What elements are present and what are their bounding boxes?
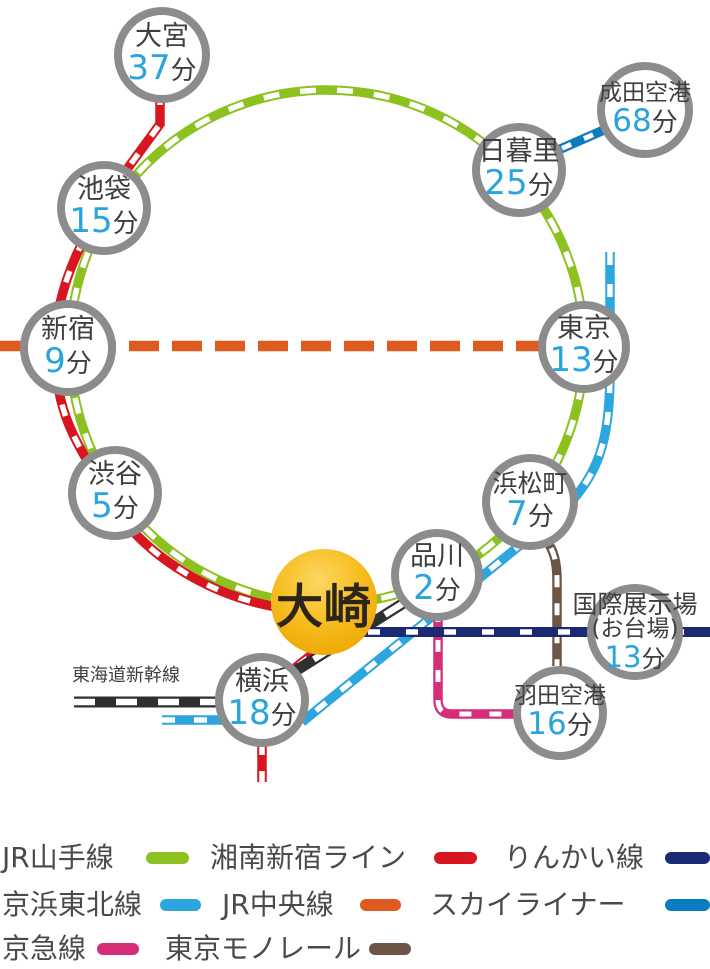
legend-label-keikyu: 京急線 [2, 932, 87, 965]
station-time: 15分 [69, 200, 139, 241]
station-name: 大宮 [135, 21, 189, 53]
station-shibuya: 渋谷 5分 [68, 446, 162, 540]
station-name: 新宿 [41, 314, 95, 346]
station-kokusai-tenjijo: 国際展示場 (お台場) 13分 [573, 584, 698, 680]
station-nippori: 日暮里 25分 [472, 123, 566, 217]
station-haneda-airport: 羽田空港 16分 [513, 666, 607, 760]
station-time: 13分 [604, 639, 666, 674]
station-time: 18分 [227, 692, 297, 733]
legend-label-yamanote: JR山手線 [2, 841, 114, 874]
station-shinjuku: 新宿 9分 [20, 300, 116, 396]
station-time: 13分 [549, 339, 619, 380]
hub-name: 大崎 [276, 579, 372, 635]
station-name: 品川 [410, 541, 464, 573]
station-name: 浜松町 [492, 469, 568, 499]
station-yokohama: 横浜 18分 [215, 653, 309, 747]
station-name: 池袋 [77, 174, 131, 206]
legend-swatch-rinkai [665, 852, 710, 864]
station-time: 2分 [413, 567, 461, 608]
keikyu-line [433, 610, 516, 719]
legend-label-keihin-tohoku: 京浜東北線 [2, 888, 143, 921]
legend-label-monorail: 東京モノレール [165, 932, 362, 965]
station-name: 渋谷 [88, 459, 142, 491]
legend-label-rinkai: りんかい線 [504, 841, 645, 874]
keikyu-line-dashes [435, 610, 516, 717]
station-name: 国際展示場 [572, 589, 698, 619]
legend-swatch-shonan-shinjuku [434, 852, 477, 864]
station-time: 5分 [91, 485, 139, 526]
legend-swatch-monorail [369, 943, 411, 955]
legend-swatch-keihin-tohoku [160, 899, 201, 911]
legend-label-shonan-shinjuku: 湘南新宿ライン [210, 841, 407, 874]
station-time: 68分 [612, 103, 678, 140]
station-omiya: 大宮 37分 [114, 7, 210, 103]
station-time: 25分 [484, 162, 554, 203]
station-tokyo: 東京 13分 [538, 301, 630, 393]
station-name: 日暮里 [478, 136, 560, 168]
station-subname: (お台場) [591, 616, 679, 643]
station-shinagawa: 品川 2分 [391, 529, 483, 621]
station-time: 37分 [127, 47, 197, 88]
station-time: 7分 [506, 493, 554, 534]
station-name: 横浜 [235, 666, 289, 698]
station-name: 成田空港 [599, 80, 691, 106]
legend-swatch-yamanote [146, 852, 189, 864]
station-time: 9分 [44, 340, 92, 381]
station-narita-airport: 成田空港 68分 [597, 62, 693, 158]
legend-swatch-chuo [360, 899, 401, 911]
legend-swatch-keikyu [97, 943, 139, 955]
station-time: 16分 [527, 706, 593, 743]
station-name: 羽田空港 [514, 683, 606, 709]
legend-label-skyliner: スカイライナー [430, 888, 626, 921]
station-osaki-hub: 大崎 [271, 549, 377, 655]
tokaido-shinkansen-label: 東海道新幹線 [72, 665, 180, 686]
legend-label-chuo: JR中央線 [222, 888, 334, 921]
station-ikebukuro: 池袋 15分 [57, 161, 151, 255]
station-hamamatsucho: 浜松町 7分 [482, 454, 578, 550]
legend-swatch-skyliner [665, 899, 710, 911]
station-name: 東京 [557, 313, 611, 345]
